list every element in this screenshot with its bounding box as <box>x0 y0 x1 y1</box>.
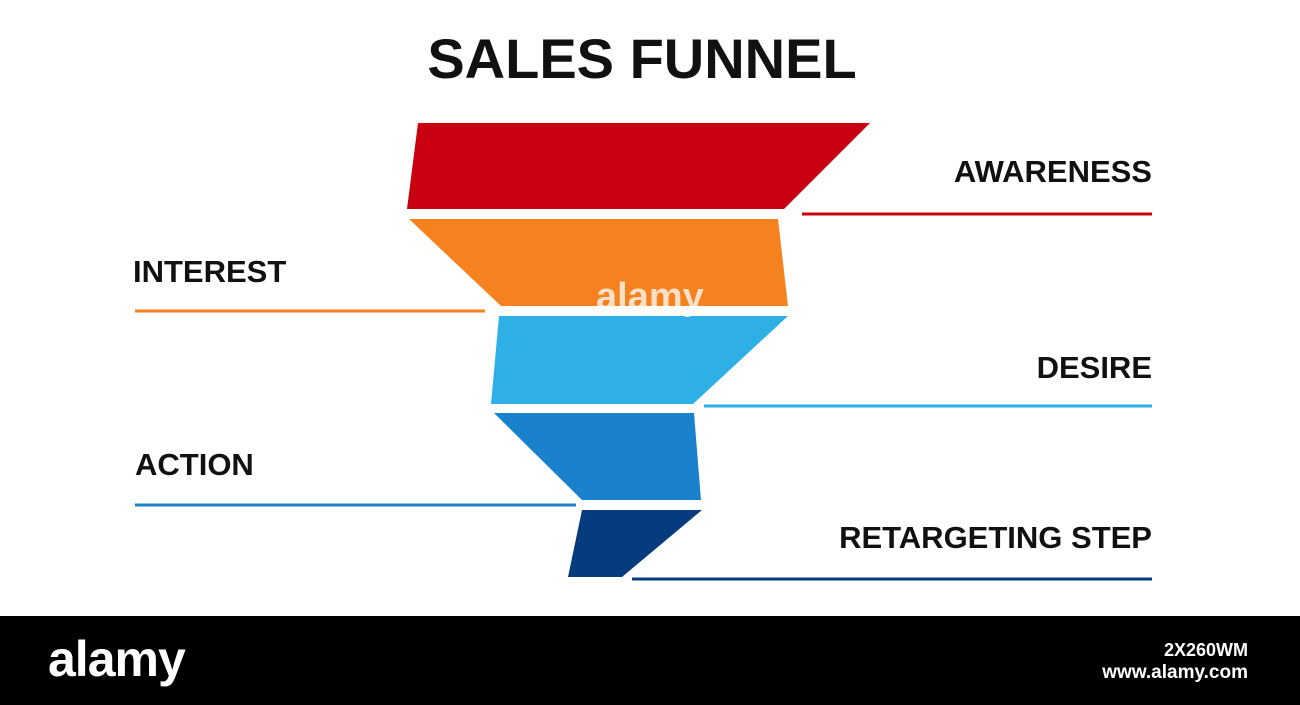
funnel-segment-interest <box>409 219 788 306</box>
funnel-segment-retargeting <box>568 510 702 577</box>
awareness-label: AWARENESS <box>953 154 1152 189</box>
funnel-segment-action <box>494 413 701 500</box>
site-url: www.alamy.com <box>1102 662 1248 683</box>
funnel-segment-awareness <box>407 123 870 209</box>
action-label: ACTION <box>135 447 254 482</box>
retargeting-step-label: RETARGETING STEP <box>839 520 1152 555</box>
funnel-segment-desire <box>491 316 788 404</box>
page-title: SALES FUNNEL <box>427 27 857 90</box>
funnel-diagram <box>135 123 1152 581</box>
funnel-canvas: SALES FUNNEL AWARENESS INTEREST DESIRE A… <box>133 27 1152 581</box>
interest-label: INTEREST <box>133 254 287 289</box>
brand-logo: alamy <box>48 631 186 687</box>
image-id: 2X260WM <box>1163 640 1248 660</box>
desire-label: DESIRE <box>1036 350 1152 385</box>
footer-bar: alamy 2X260WM www.alamy.com <box>0 616 1300 705</box>
